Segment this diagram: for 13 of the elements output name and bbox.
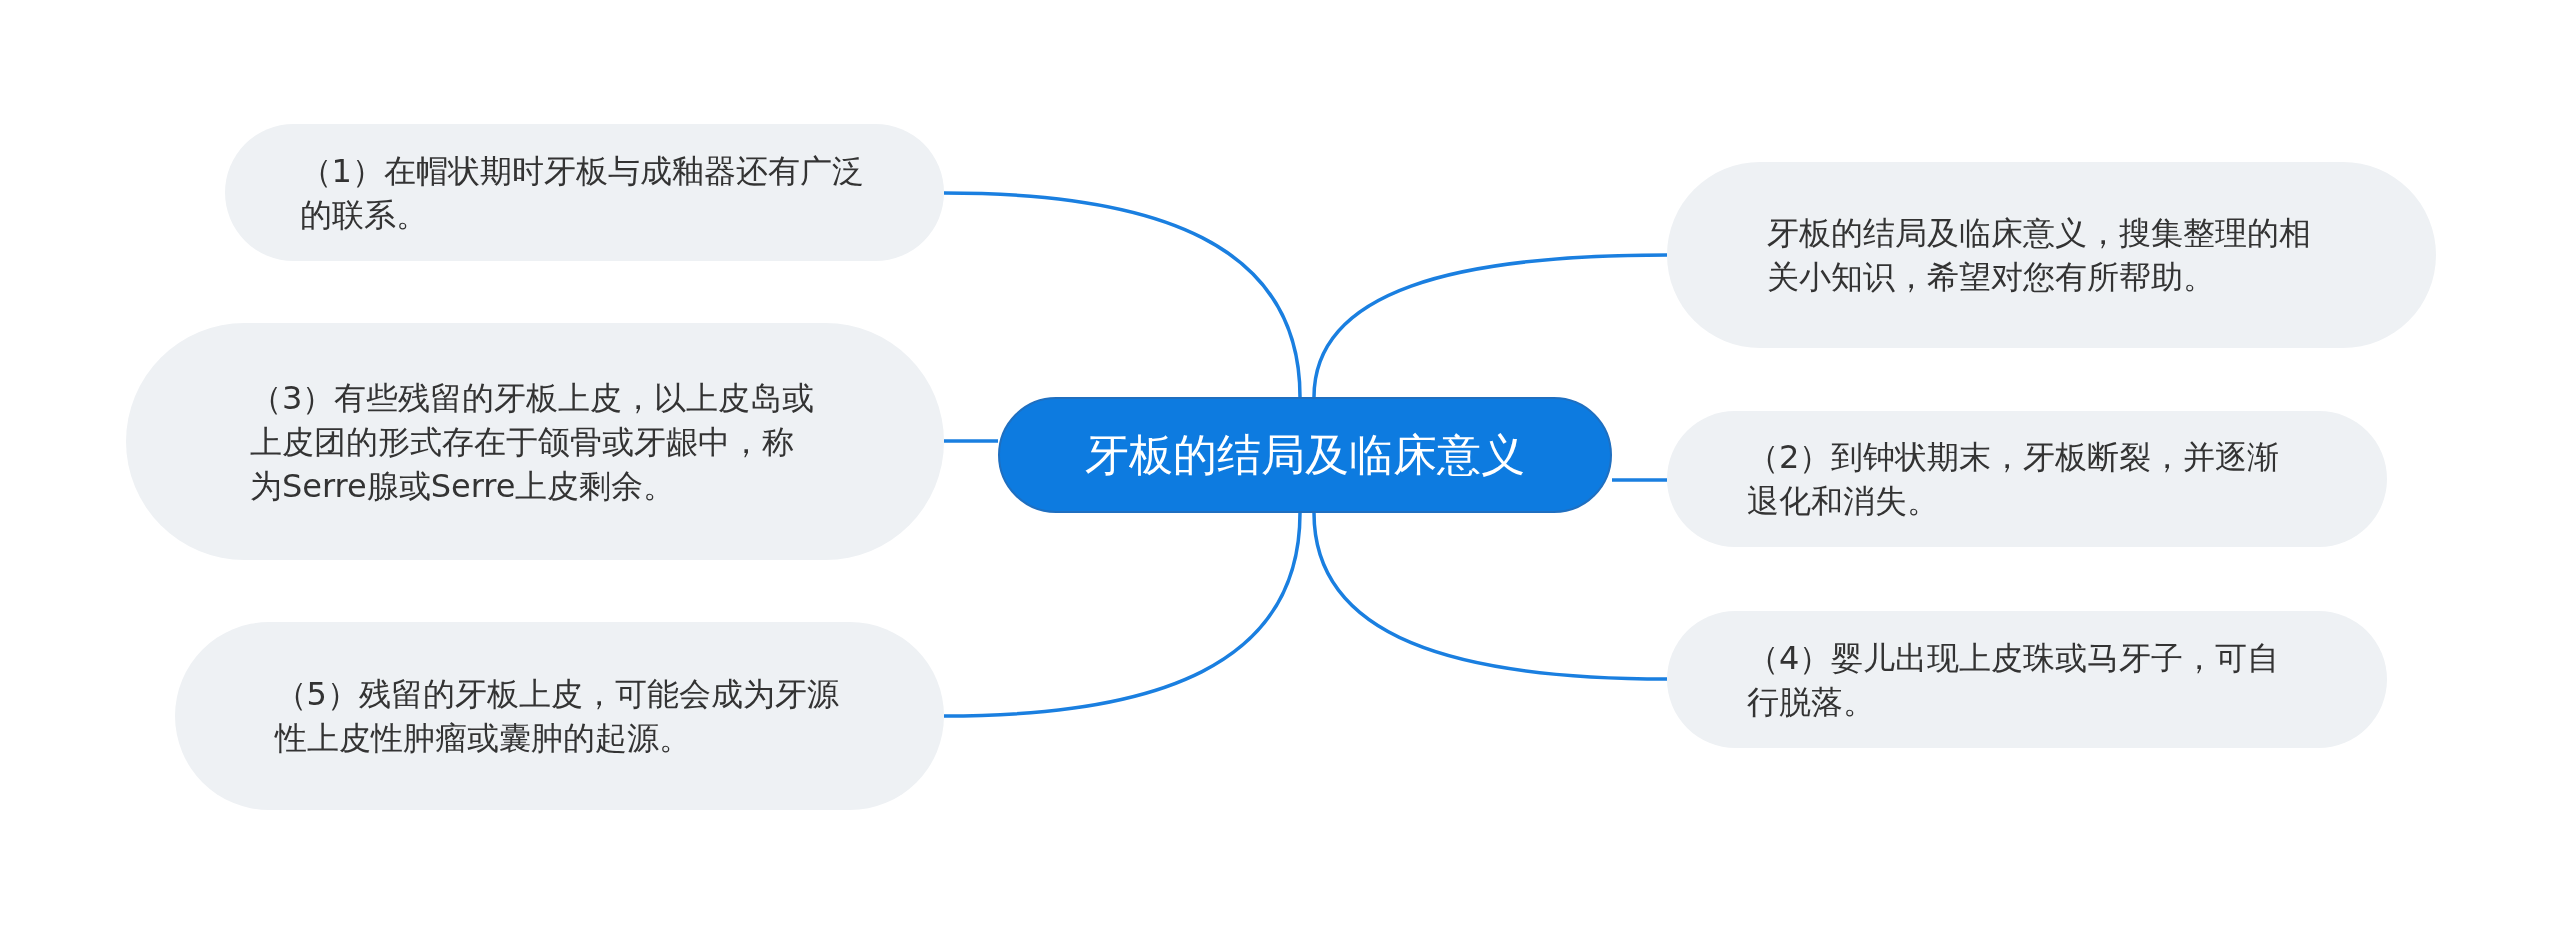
connector-line	[944, 439, 998, 443]
subtopic-text: （5）残留的牙板上皮，可能会成为牙源性上皮性肿瘤或囊肿的起源。	[274, 674, 840, 759]
connector-line	[1312, 253, 1668, 398]
subtopic-text: （1）在帽状期时牙板与成釉器还有广泛的联系。	[299, 150, 865, 236]
connector-line	[943, 191, 1302, 398]
subtopic-text: （2）到钟状期末，牙板断裂，并逐渐退化和消失。	[1747, 437, 2281, 522]
connector-line	[943, 512, 1302, 718]
connector-line	[1612, 478, 1667, 482]
topic-text: 牙板的结局及临床意义	[1085, 428, 1525, 482]
subtopic-text: （4）婴儿出现上皮珠或马牙子，可自行脱落。	[1747, 637, 2281, 723]
subtopic-text: 牙板的结局及临床意义，搜集整理的相关小知识，希望对您有所帮助。	[1766, 213, 2312, 298]
subtopic-text: （3）有些残留的牙板上皮，以上皮岛或上皮团的形式存在于颌骨或牙龈中，称为Serre腺或Serre上皮剩余。	[250, 377, 816, 507]
connector-line	[1312, 512, 1668, 681]
